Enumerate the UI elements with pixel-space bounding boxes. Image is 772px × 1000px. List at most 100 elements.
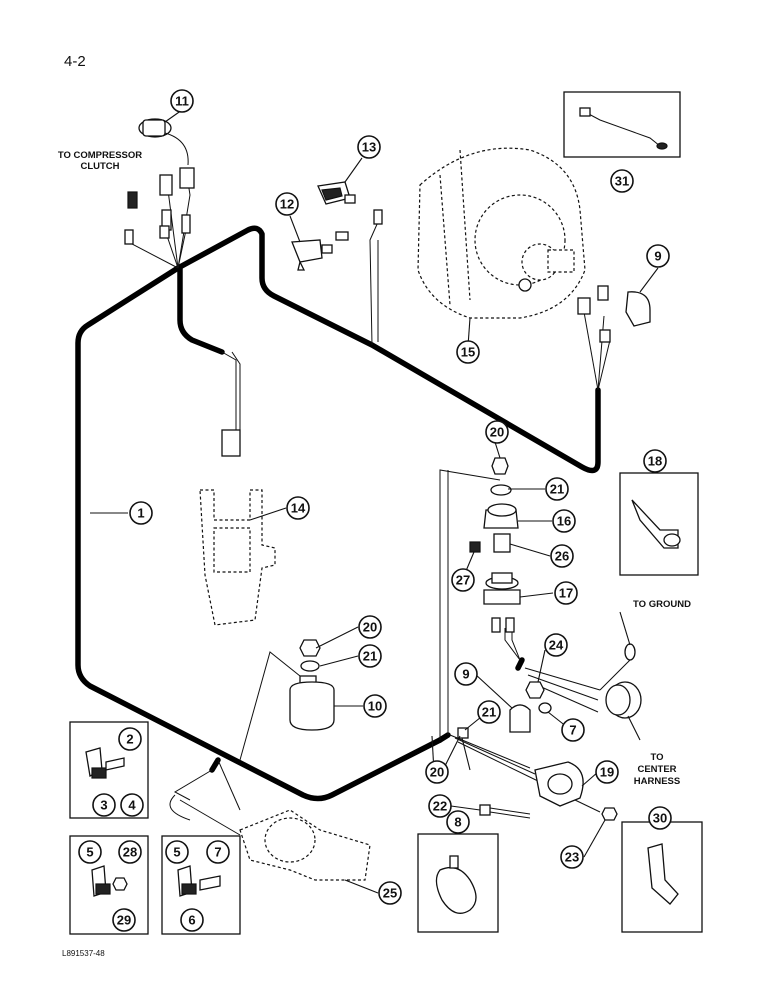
switch-stack — [469, 457, 521, 633]
svg-text:20: 20 — [490, 425, 504, 440]
callout-26: 26 — [550, 544, 574, 568]
callout-20a: 20 — [485, 420, 509, 444]
callout-2: 2 — [118, 727, 142, 751]
bolt-22 — [479, 804, 531, 819]
svg-text:26: 26 — [555, 549, 569, 564]
component-14 — [199, 429, 276, 626]
callout-24: 24 — [544, 633, 568, 657]
component-25 — [169, 794, 371, 881]
svg-text:18: 18 — [648, 454, 662, 469]
svg-text:19: 19 — [600, 765, 614, 780]
svg-text:2: 2 — [126, 732, 133, 747]
clutch-label: CLUTCH — [80, 161, 119, 172]
inset-8 — [417, 833, 499, 933]
callout-13: 13 — [357, 135, 381, 159]
callout-16: 16 — [552, 509, 576, 533]
callout-30: 30 — [648, 806, 672, 830]
callout-3: 3 — [92, 793, 116, 817]
svg-text:20: 20 — [363, 620, 377, 635]
callout-21b: 21 — [358, 644, 382, 668]
callout-6: 6 — [180, 908, 204, 932]
plug-19 — [534, 761, 618, 821]
compressor-label: TO COMPRESSOR — [58, 150, 142, 161]
alternator — [417, 147, 586, 319]
switch-10 — [289, 639, 335, 731]
callout-4: 4 — [120, 793, 144, 817]
svg-text:9: 9 — [462, 667, 469, 682]
sensor-12 — [291, 231, 349, 271]
leader-lines — [90, 109, 659, 894]
callout-28: 28 — [118, 840, 142, 864]
callout-20b: 20 — [358, 615, 382, 639]
svg-text:21: 21 — [363, 649, 377, 664]
svg-text:10: 10 — [368, 699, 382, 714]
connector-9-upper — [577, 285, 651, 343]
svg-text:5: 5 — [86, 845, 93, 860]
page-number: 4-2 — [64, 53, 86, 70]
svg-text:4: 4 — [128, 798, 136, 813]
callout-19: 19 — [595, 760, 619, 784]
callout-14: 14 — [286, 496, 310, 520]
svg-text:23: 23 — [565, 850, 579, 865]
svg-text:16: 16 — [557, 514, 571, 529]
callout-17: 17 — [554, 581, 578, 605]
center-label-3: HARNESS — [634, 776, 680, 787]
svg-text:3: 3 — [100, 798, 107, 813]
callout-10: 10 — [363, 694, 387, 718]
inset-18 — [619, 472, 699, 576]
callout-5b: 5 — [165, 840, 189, 864]
inset-30 — [621, 821, 703, 933]
callout-18: 18 — [643, 449, 667, 473]
connector-lower — [457, 643, 642, 739]
text-labels: TO COMPRESSOR CLUTCH TO GROUND TO CENTER… — [58, 150, 691, 787]
svg-text:14: 14 — [291, 501, 306, 516]
svg-text:17: 17 — [559, 586, 573, 601]
callout-15: 15 — [456, 340, 480, 364]
callout-25: 25 — [378, 881, 402, 905]
svg-text:31: 31 — [615, 174, 629, 189]
callout-5a: 5 — [78, 840, 102, 864]
svg-text:21: 21 — [482, 705, 496, 720]
svg-text:13: 13 — [362, 140, 376, 155]
svg-text:6: 6 — [188, 913, 195, 928]
sensor-13 — [317, 181, 383, 225]
svg-text:27: 27 — [456, 573, 470, 588]
svg-text:28: 28 — [123, 845, 137, 860]
callout-1: 1 — [129, 501, 153, 525]
svg-text:8: 8 — [454, 815, 461, 830]
svg-text:25: 25 — [383, 886, 397, 901]
callout-12: 12 — [275, 192, 299, 216]
callout-21c: 21 — [477, 700, 501, 724]
callout-8: 8 — [446, 810, 470, 834]
svg-text:21: 21 — [550, 482, 564, 497]
svg-text:7: 7 — [214, 845, 221, 860]
callouts: 1 11 12 13 31 9 14 15 20 21 16 26 27 17 … — [78, 89, 672, 932]
callout-21a: 21 — [545, 477, 569, 501]
figure-code: L891537-48 — [62, 949, 105, 958]
callout-7-inset: 7 — [206, 840, 230, 864]
svg-text:9: 9 — [654, 249, 661, 264]
switch-11 — [124, 118, 195, 245]
center-label-1: TO — [650, 752, 663, 763]
callout-22: 22 — [428, 794, 452, 818]
inset-31 — [563, 91, 681, 158]
svg-text:12: 12 — [280, 197, 294, 212]
svg-text:30: 30 — [653, 811, 667, 826]
callout-20c: 20 — [425, 760, 449, 784]
callout-23: 23 — [560, 845, 584, 869]
callout-31: 31 — [610, 169, 634, 193]
center-label-2: CENTER — [637, 764, 676, 775]
svg-text:20: 20 — [430, 765, 444, 780]
svg-text:1: 1 — [137, 506, 144, 521]
callout-11: 11 — [170, 89, 194, 113]
main-harness — [75, 225, 601, 802]
svg-text:5: 5 — [173, 845, 180, 860]
svg-text:24: 24 — [549, 638, 564, 653]
svg-text:15: 15 — [461, 345, 475, 360]
callout-7-main: 7 — [561, 718, 585, 742]
callout-29: 29 — [112, 908, 136, 932]
svg-text:7: 7 — [569, 723, 576, 738]
ground-label: TO GROUND — [633, 599, 691, 610]
svg-text:11: 11 — [175, 94, 189, 109]
